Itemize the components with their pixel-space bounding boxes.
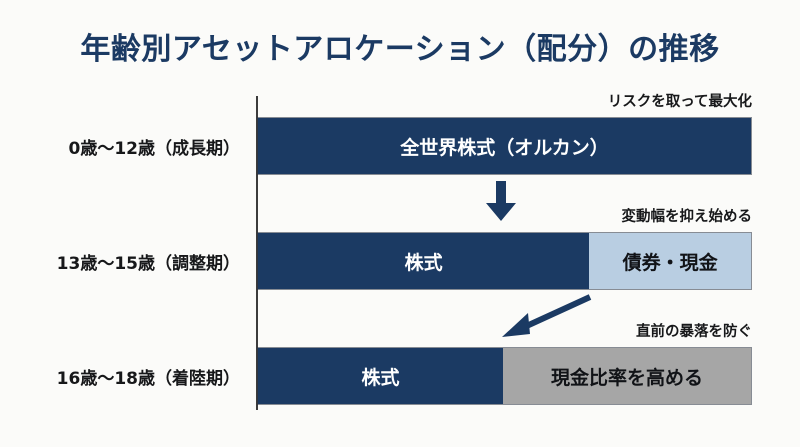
row-label-growth-stage: 0歳〜12歳（成長期） bbox=[68, 138, 241, 159]
bar-row-1: 全世界株式（オルカン） bbox=[257, 117, 752, 175]
row-label-wrapper-2: 13歳〜15歳（調整期） bbox=[8, 232, 252, 290]
segment-equity-row-2: 株式 bbox=[258, 233, 590, 289]
row-label-adjustment-stage: 13歳〜15歳（調整期） bbox=[56, 253, 240, 274]
segment-bond-cash-row-2: 債券・現金 bbox=[589, 233, 751, 289]
diagonal-arrow-icon bbox=[502, 294, 592, 337]
segment-cash-row-3: 現金比率を高める bbox=[503, 348, 751, 404]
annotation-row-3: 直前の暴落を防ぐ bbox=[636, 324, 752, 340]
page-title: 年齢別アセットアロケーション（配分）の推移 bbox=[80, 32, 720, 67]
row-label-landing-stage: 16歳〜18歳（着陸期） bbox=[56, 368, 240, 389]
down-arrow-icon bbox=[486, 181, 516, 221]
bar-row-3: 株式 現金比率を高める bbox=[257, 347, 752, 405]
segment-equity-row-1: 全世界株式（オルカン） bbox=[258, 118, 751, 174]
annotation-row-1: リスクを取って最大化 bbox=[607, 94, 752, 110]
row-label-wrapper-1: 0歳〜12歳（成長期） bbox=[8, 117, 252, 175]
annotation-row-2: 変動幅を抑え始める bbox=[621, 209, 753, 225]
row-label-wrapper-3: 16歳〜18歳（着陸期） bbox=[8, 347, 252, 405]
bar-row-2: 株式 債券・現金 bbox=[257, 232, 752, 290]
segment-equity-row-3: 株式 bbox=[258, 348, 504, 404]
